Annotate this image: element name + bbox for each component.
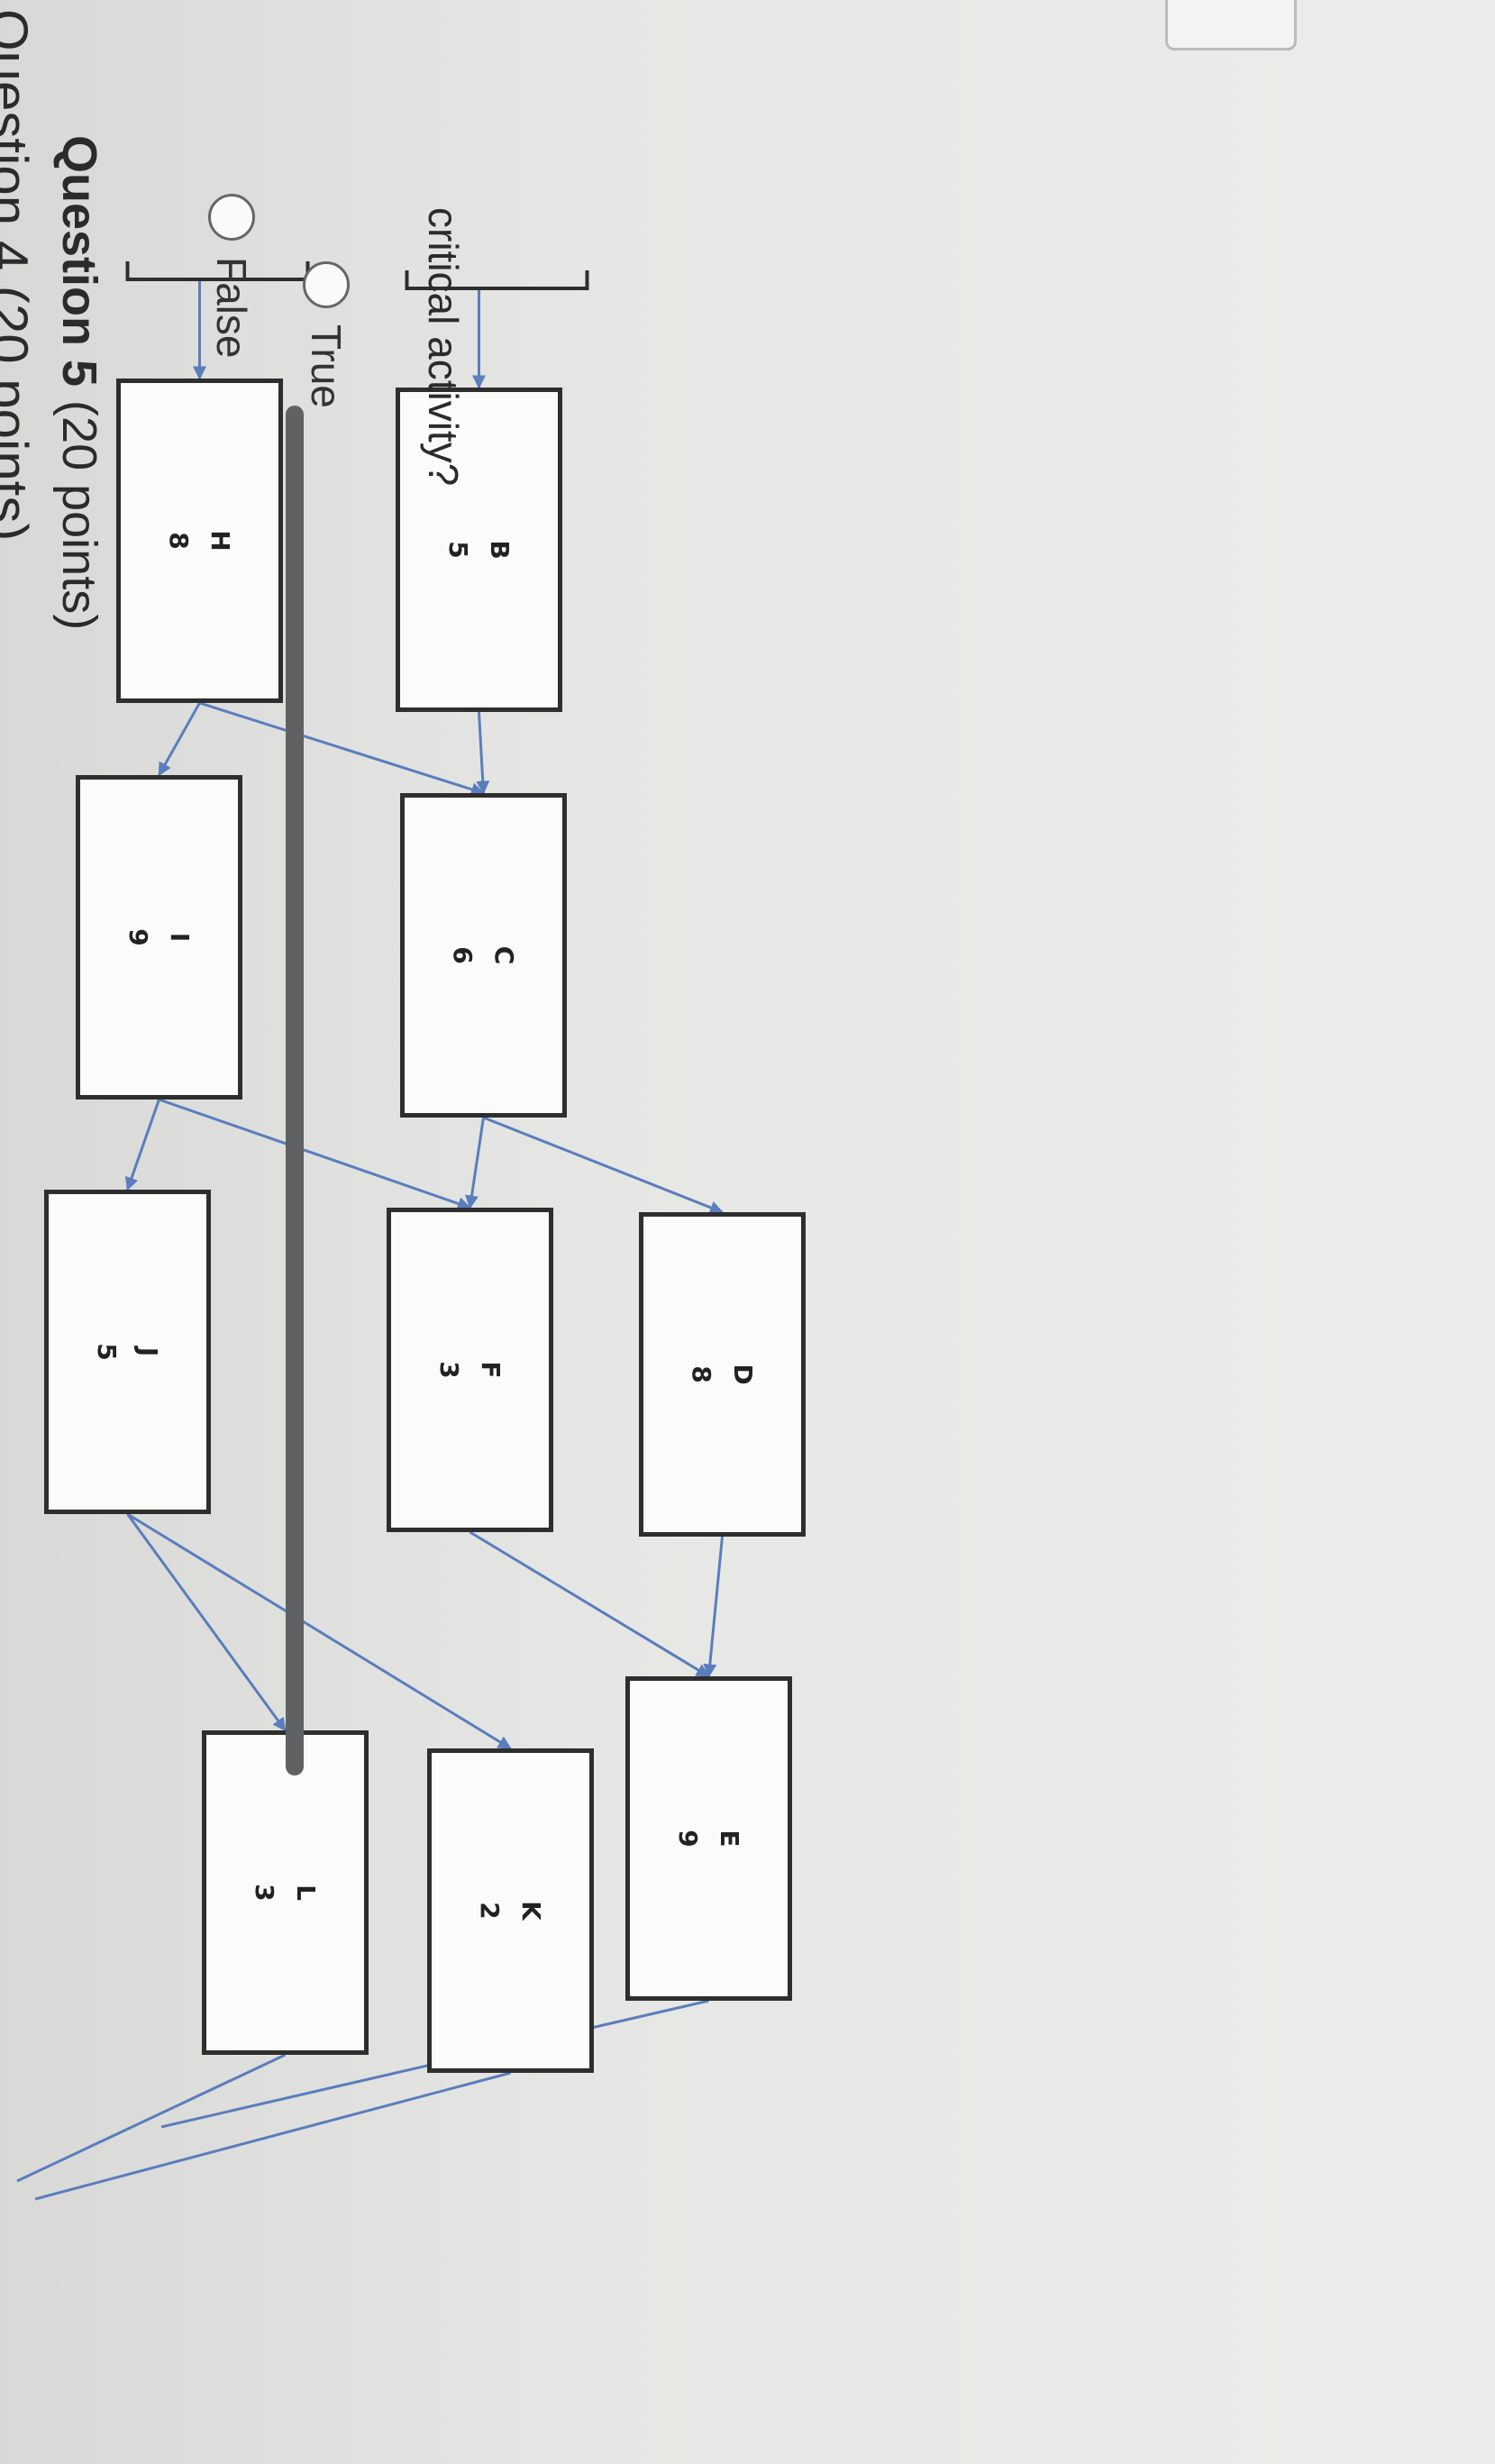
question-5-points: (20 points) (52, 387, 106, 631)
edge-f-to-e (469, 1530, 710, 1678)
edge-i-to-j (124, 1099, 160, 1191)
activity-label: D (728, 1364, 759, 1385)
question-text: critical activity? (420, 207, 467, 487)
activity-duration: 9 (123, 928, 154, 946)
activity-label: E (715, 1830, 745, 1848)
option-false[interactable]: False (207, 194, 256, 358)
radio-false[interactable] (208, 194, 255, 241)
edge-h-to-c (199, 701, 485, 797)
option-true[interactable]: True (302, 261, 351, 408)
answer-bar (286, 406, 304, 1775)
activity-label: I (165, 932, 196, 943)
activity-duration: 8 (687, 1365, 717, 1383)
activity-duration: 5 (92, 1343, 123, 1361)
radio-true[interactable] (303, 261, 350, 308)
activity-duration: 9 (673, 1830, 704, 1848)
activity-duration: 8 (164, 532, 195, 550)
start-bracket-b (405, 270, 589, 290)
activity-label: L (291, 1885, 322, 1901)
activity-duration: 2 (475, 1902, 506, 1920)
activity-label: J (133, 1346, 164, 1357)
edge-i-to-f (159, 1098, 471, 1210)
question-5-number: Question 5 (52, 135, 106, 388)
option-true-label: True (303, 324, 350, 408)
question-5-header: Question 5 (20 points) (51, 135, 107, 630)
edge-c-to-f (465, 1117, 485, 1209)
edge-j-to-l (126, 1513, 287, 1732)
option-false-label: False (208, 257, 255, 359)
edge-j-to-k (126, 1512, 512, 1750)
edge-out-l (16, 2053, 287, 2183)
activity-label: H (205, 530, 236, 552)
edge-d-to-e (703, 1536, 724, 1678)
activity-label: C (489, 945, 520, 965)
activity-duration: 3 (434, 1361, 465, 1379)
edge-c-to-d (482, 1116, 724, 1214)
edge-b-to-c (476, 711, 490, 795)
activity-duration: 6 (448, 946, 479, 964)
activity-duration: 5 (443, 541, 474, 559)
activity-label: F (476, 1361, 506, 1379)
activity-duration: 3 (250, 1884, 280, 1902)
edge-h-to-i (158, 702, 201, 777)
edge-out-k (34, 2071, 511, 2201)
activity-label: K (516, 1901, 547, 1921)
activity-label: B (485, 540, 515, 560)
